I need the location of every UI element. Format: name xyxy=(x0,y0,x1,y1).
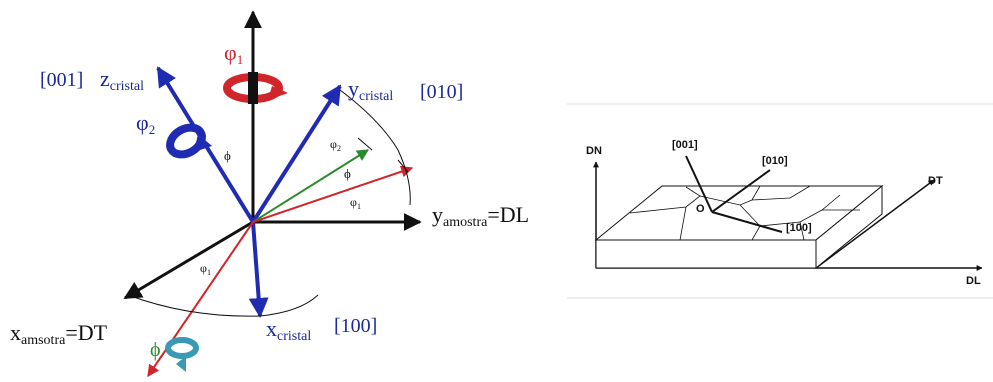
label-001: [001] xyxy=(40,69,83,91)
label-100: [100] xyxy=(334,315,377,337)
label-dl: DL xyxy=(966,275,981,287)
arc-right xyxy=(339,89,411,206)
phi1-rotation-arrow xyxy=(223,72,288,104)
label-phi1-small-right: φ1 xyxy=(350,195,361,211)
label-phi-small: ϕ xyxy=(224,148,231,163)
red-line-right xyxy=(252,165,414,223)
red-line-left xyxy=(147,221,254,377)
y-cristal-axis xyxy=(251,84,342,224)
label-phi-bottom: ϕ xyxy=(150,339,161,361)
label-phi-green: ϕ xyxy=(344,166,351,181)
label-phi1-top: φ1 xyxy=(224,40,243,67)
dt-axis xyxy=(815,179,935,269)
arc-bottom xyxy=(127,294,319,317)
label-dir-010: [010] xyxy=(762,155,788,167)
axis-100 xyxy=(711,211,783,233)
arc-right-ticks xyxy=(357,137,409,173)
label-dt: DT xyxy=(928,175,943,187)
label-phi2-left: φ2 xyxy=(136,110,155,137)
phi-bottom-rotation-arrow xyxy=(165,337,199,372)
label-origin: O xyxy=(696,203,705,215)
label-x-amostra: xamsotra=DT xyxy=(10,320,108,348)
axis-001 xyxy=(685,155,713,213)
phi2-rotation-arrow xyxy=(166,123,212,159)
label-x-cristal: xcristal xyxy=(266,316,311,344)
label-y-cristal: ycristal xyxy=(348,76,393,104)
label-phi2-small: φ2 xyxy=(330,137,341,153)
sample-slab-front xyxy=(595,239,817,269)
sample-slab-side xyxy=(815,184,883,270)
label-dn: DN xyxy=(586,145,602,157)
label-y-amostra: yamostra=DL xyxy=(432,202,529,230)
x-cristal-axis xyxy=(248,221,269,318)
x-amostra-axis xyxy=(123,220,254,300)
label-z-cristal: zcristal xyxy=(100,66,144,94)
sample-reference-diagram: DN DT DL [001] [010] [100] O xyxy=(586,139,983,287)
label-dir-001: [001] xyxy=(672,139,698,151)
axis-010 xyxy=(711,169,771,213)
label-010: [010] xyxy=(420,81,463,103)
euler-angle-diagram: [001] zcristal φ1 φ2 ϕ ycristal [010] φ2… xyxy=(10,10,529,377)
label-dir-100: [100] xyxy=(786,222,812,234)
label-phi1-small-left: φ1 xyxy=(200,261,211,277)
green-projection-line xyxy=(252,149,370,223)
